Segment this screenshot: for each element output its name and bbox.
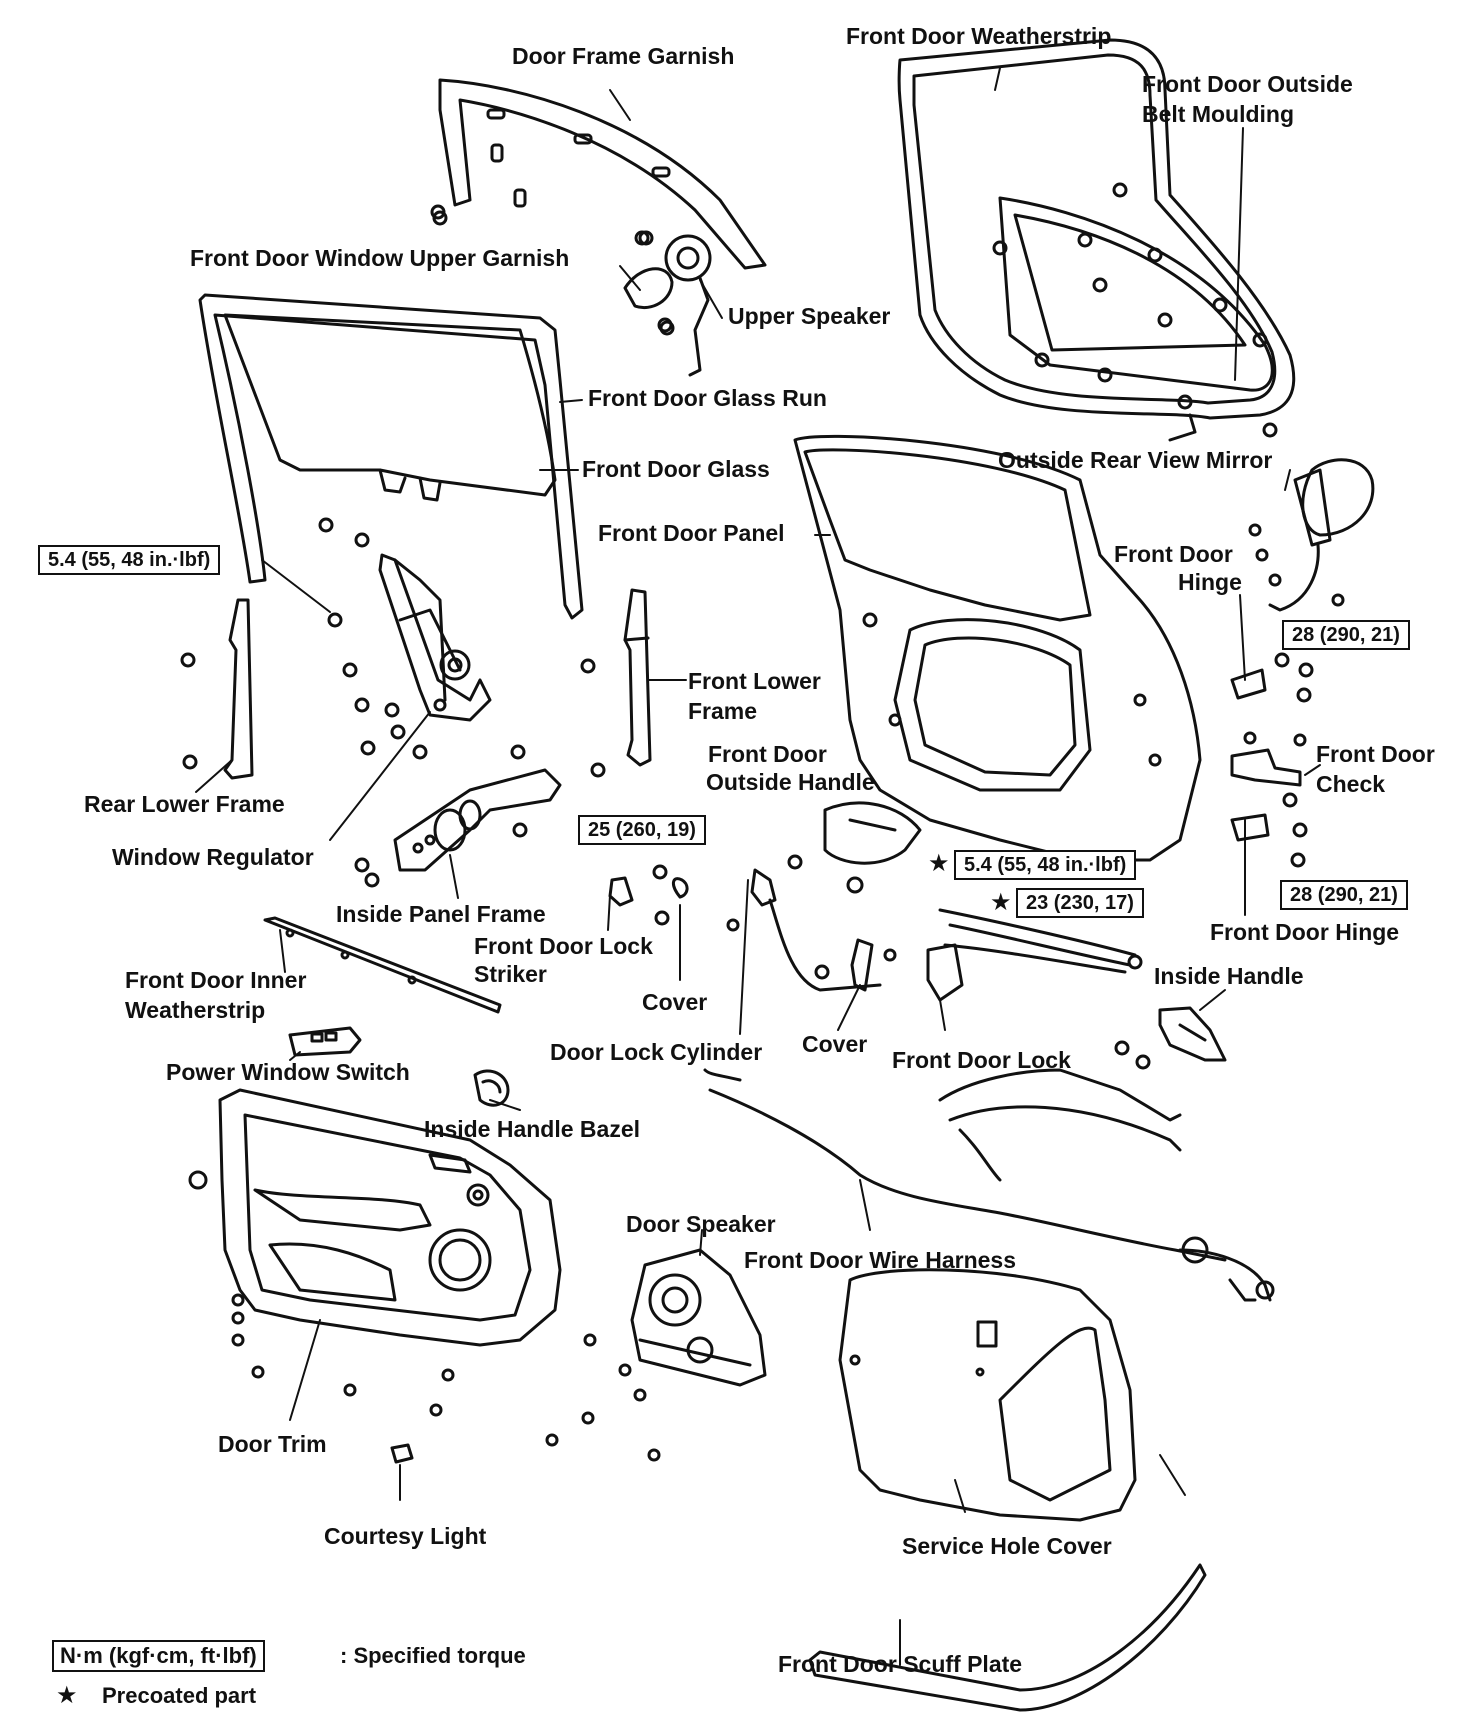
label-service-hole-cover: Service Hole Cover	[902, 1533, 1112, 1559]
door-lock-cylinder-part	[726, 854, 882, 992]
leader-lines	[195, 67, 1321, 1666]
front-door-lock-part	[926, 908, 1143, 1002]
inside-handle-part	[1114, 1006, 1227, 1070]
label-lock-striker-line1: Front Door Lock	[474, 933, 653, 959]
rear-lower-frame-part	[223, 598, 254, 780]
label-door-speaker: Door Speaker	[626, 1211, 776, 1237]
legend-torque-unit: N·m (kgf·cm, ft·lbf)	[52, 1640, 265, 1672]
legend-torque-desc: : Specified torque	[340, 1643, 526, 1668]
service-hole-cover-part	[838, 1268, 1137, 1522]
label-cover-striker: Cover	[642, 989, 708, 1015]
precoated-star-icon: ★	[928, 850, 950, 877]
label-inside-panel-frame: Inside Panel Frame	[336, 901, 546, 927]
front-lower-frame-part	[623, 588, 652, 767]
legend-precoated: Precoated part	[102, 1683, 257, 1708]
label-inside-handle-bazel: Inside Handle Bazel	[424, 1116, 641, 1142]
torque-hinge-top: 28 (290, 21)	[1282, 620, 1410, 650]
front-door-weatherstrip-part	[897, 38, 1296, 442]
torque-striker: 25 (260, 19)	[578, 815, 706, 845]
power-window-switch-part	[288, 1026, 362, 1057]
label-front-door-check-line2: Check	[1316, 771, 1386, 797]
front-door-wire-harness-part	[703, 1068, 1275, 1302]
label-outside-handle-line1: Front Door	[708, 741, 827, 767]
front-door-glass-part	[223, 313, 557, 502]
label-outside-handle-line2: Outside Handle	[706, 769, 875, 795]
front-door-lock-striker-part	[608, 864, 689, 926]
upper-garnish-part	[623, 267, 674, 309]
inside-handle-bazel-part	[473, 1069, 510, 1107]
label-front-door-glass-run: Front Door Glass Run	[588, 385, 827, 411]
torque-regulator: 5.4 (55, 48 in.·lbf)	[38, 545, 221, 575]
label-front-lower-frame-line1: Front Lower	[688, 668, 821, 694]
front-door-check-part	[1230, 731, 1307, 787]
label-front-door-lock: Front Door Lock	[892, 1047, 1071, 1073]
label-front-door-hinge-top-line1: Front Door	[1114, 541, 1233, 567]
label-front-door-glass: Front Door Glass	[582, 456, 770, 482]
courtesy-light-part	[390, 1443, 414, 1464]
label-rear-lower-frame: Rear Lower Frame	[84, 791, 285, 817]
front-door-scuff-plate-part	[808, 1563, 1207, 1712]
door-frame-garnish-part	[432, 78, 767, 270]
label-door-trim: Door Trim	[218, 1431, 327, 1457]
torque-hinge-bottom: 28 (290, 21)	[1280, 880, 1408, 910]
front-door-hinge-top-part	[1230, 652, 1314, 703]
cover-part	[814, 938, 897, 992]
label-outside-rear-view-mirror: Outside Rear View Mirror	[998, 447, 1273, 473]
front-door-outside-handle-part	[823, 801, 922, 894]
label-courtesy-light: Courtesy Light	[324, 1523, 487, 1549]
label-belt-moulding-line2: Belt Moulding	[1142, 101, 1295, 127]
precoated-star-icon-2: ★	[990, 889, 1012, 916]
front-door-hinge-bottom-part	[1230, 792, 1308, 868]
label-front-door-hinge-top-line2: Hinge	[1178, 569, 1242, 595]
label-front-door-panel: Front Door Panel	[598, 520, 785, 546]
label-inner-weatherstrip-line2: Weatherstrip	[125, 997, 266, 1023]
label-inside-handle: Inside Handle	[1154, 963, 1304, 989]
label-inner-weatherstrip-line1: Front Door Inner	[125, 967, 307, 993]
label-front-lower-frame-line2: Frame	[688, 698, 758, 724]
label-front-door-scuff-plate: Front Door Scuff Plate	[778, 1651, 1023, 1677]
label-power-window-switch: Power Window Switch	[166, 1059, 410, 1085]
label-upper-speaker: Upper Speaker	[728, 303, 891, 329]
label-front-door-hinge-bottom: Front Door Hinge	[1210, 919, 1400, 945]
label-front-door-check-line1: Front Door	[1316, 741, 1435, 767]
label-window-regulator: Window Regulator	[112, 844, 314, 870]
label-window-upper-garnish: Front Door Window Upper Garnish	[190, 245, 570, 271]
legend-star-icon: ★	[56, 1682, 78, 1709]
front-door-panel-part	[793, 434, 1202, 862]
front-door-glass-run-part	[198, 293, 584, 620]
upper-speaker-part	[634, 230, 712, 377]
inside-panel-frame-part	[393, 768, 562, 872]
label-front-door-weatherstrip: Front Door Weatherstrip	[846, 23, 1112, 49]
belt-moulding-part	[992, 182, 1278, 438]
label-door-lock-cylinder: Door Lock Cylinder	[550, 1039, 763, 1065]
label-lock-striker-line2: Striker	[474, 961, 547, 987]
label-front-door-wire-harness: Front Door Wire Harness	[744, 1247, 1017, 1273]
outside-rear-view-mirror-part	[1268, 458, 1375, 612]
label-cover-lock: Cover	[802, 1031, 868, 1057]
door-speaker-part	[618, 1248, 767, 1402]
torque-lock-b: 23 (230, 17)	[1016, 888, 1144, 918]
fasteners	[180, 204, 1345, 1462]
label-door-frame-garnish: Door Frame Garnish	[512, 43, 735, 69]
front-door-inner-weatherstrip-part	[263, 916, 502, 1014]
label-belt-moulding-line1: Front Door Outside	[1142, 71, 1353, 97]
door-trim-part	[218, 1088, 562, 1347]
torque-lock-a: 5.4 (55, 48 in.·lbf)	[954, 850, 1137, 880]
window-regulator-part	[378, 553, 492, 722]
